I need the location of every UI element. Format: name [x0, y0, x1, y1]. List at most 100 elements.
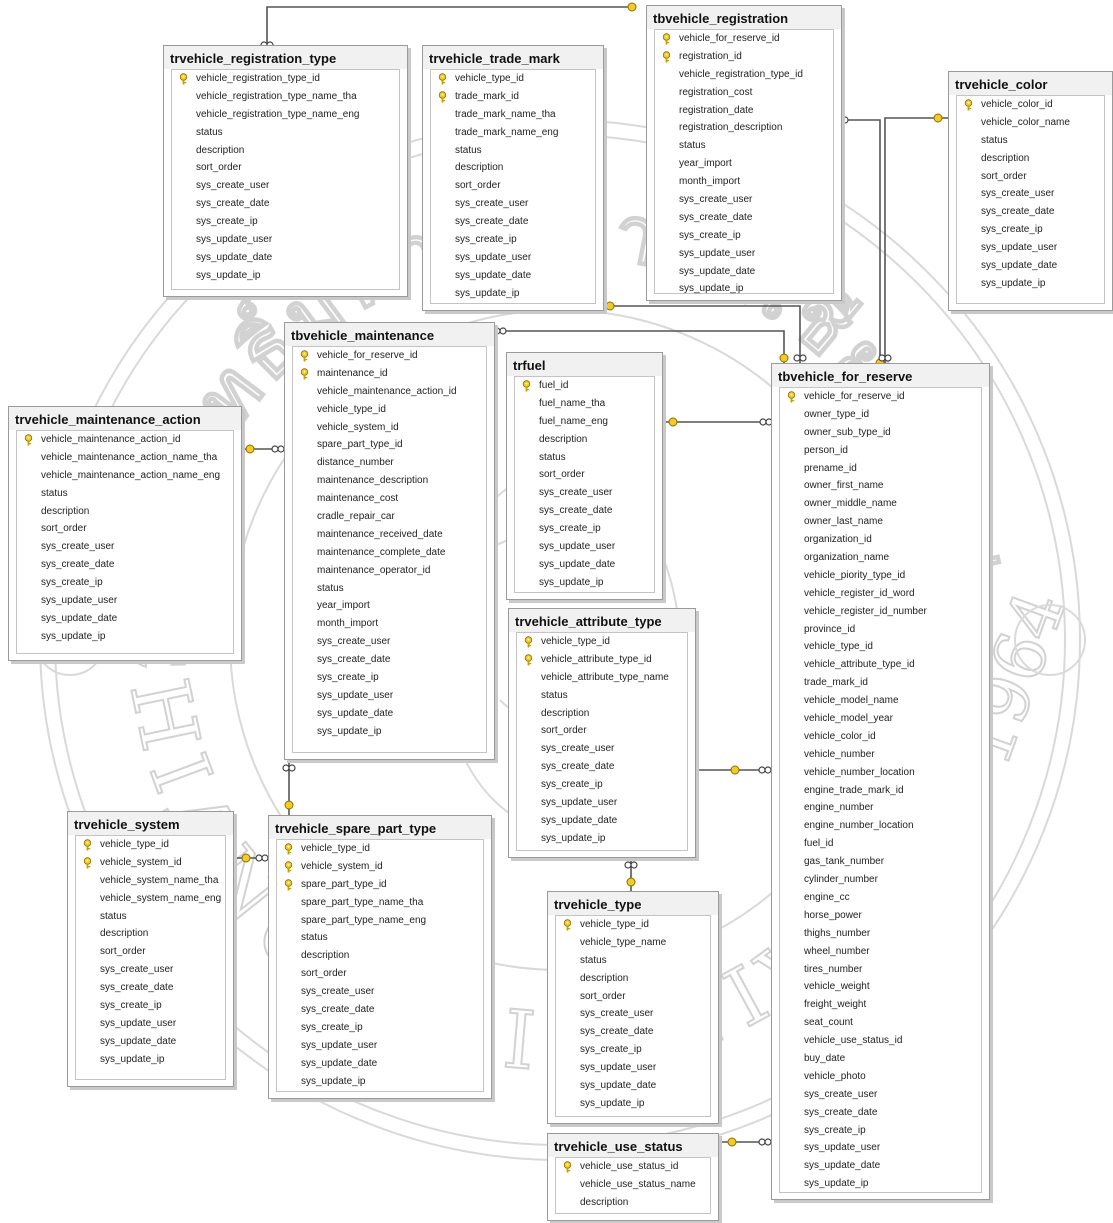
primary-key-icon: [438, 91, 447, 103]
one-end-key-icon: [245, 444, 255, 454]
one-end-key-icon: [779, 353, 789, 363]
table-column: sys_update_date: [517, 812, 687, 830]
column-name: sys_create_ip: [196, 216, 258, 228]
column-name: sys_create_user: [804, 1088, 878, 1100]
primary-key-icon: [662, 51, 671, 63]
column-name: vehicle_color_name: [981, 116, 1070, 128]
table-column: sys_update_ip: [556, 1095, 710, 1113]
column-name: sys_create_ip: [981, 224, 1043, 236]
table-column: registration_date: [655, 102, 833, 120]
column-name: sys_create_ip: [679, 229, 741, 241]
column-name: sys_update_ip: [679, 283, 744, 295]
table-column: sys_update_ip: [780, 1175, 981, 1193]
column-name: spare_part_type_id: [317, 439, 403, 451]
table-column: month_import: [655, 173, 833, 191]
table-column: vehicle_system_name_tha: [76, 872, 225, 890]
table-column: vehicle_maintenance_action_name_tha: [17, 449, 233, 467]
column-name: vehicle_registration_type_name_tha: [196, 90, 357, 102]
column-name: sys_update_date: [539, 558, 616, 570]
column-name: vehicle_system_id: [317, 421, 399, 433]
column-name: sys_create_user: [301, 986, 375, 998]
table-column: spare_part_type_name_tha: [277, 894, 483, 912]
table-column: sys_update_user: [172, 231, 399, 249]
table-column: horse_power: [780, 907, 981, 925]
column-name: sys_update_ip: [317, 725, 382, 737]
table-column: status: [655, 137, 833, 155]
column-name: sys_create_user: [317, 636, 391, 648]
column-name: owner_last_name: [804, 516, 883, 528]
column-name: owner_middle_name: [804, 498, 897, 510]
column-name: sys_update_date: [301, 1057, 378, 1069]
column-name: sys_update_ip: [580, 1097, 645, 1109]
many-end-infinity-icon: [878, 354, 892, 362]
column-name: status: [580, 954, 607, 966]
table-column: vehicle_model_year: [780, 710, 981, 728]
table-column: sys_update_user: [515, 538, 654, 556]
column-name: sys_update_date: [981, 260, 1058, 272]
table-column: sys_update_ip: [655, 280, 833, 298]
table-column: maintenance_received_date: [293, 526, 486, 544]
column-name: vehicle_use_status_id: [804, 1035, 903, 1047]
primary-key-column: vehicle_type_id: [431, 70, 595, 88]
many-end-infinity-icon: [255, 854, 269, 862]
table-title: trvehicle_system: [68, 812, 233, 835]
primary-key-icon: [24, 434, 33, 446]
column-name: thighs_number: [804, 927, 871, 939]
column-name: status: [41, 487, 68, 499]
table-column: sys_create_user: [172, 177, 399, 195]
primary-key-column: vehicle_maintenance_action_id: [17, 431, 233, 449]
column-name: sys_update_ip: [455, 287, 520, 299]
one-end-key-icon: [626, 877, 636, 887]
column-name: maintenance_description: [317, 475, 429, 487]
table-column: vehicle_photo: [780, 1068, 981, 1086]
table-column: sys_create_ip: [76, 997, 225, 1015]
table-column: description: [431, 159, 595, 177]
column-name: vehicle_attribute_type_name: [541, 671, 669, 683]
table-column: maintenance_cost: [293, 490, 486, 508]
table-column: vehicle_maintenance_action_name_eng: [17, 467, 233, 485]
column-name: sys_create_user: [539, 487, 613, 499]
column-name: vehicle_maintenance_action_name_eng: [41, 469, 221, 481]
primary-key-icon: [438, 73, 447, 85]
table-title: tbvehicle_for_reserve: [772, 364, 989, 387]
table-title: trvehicle_maintenance_action: [9, 407, 241, 430]
table-column: vehicle_type_id: [293, 401, 486, 419]
table-column: sys_create_date: [655, 209, 833, 227]
primary-key-column: vehicle_type_id: [556, 916, 710, 934]
column-name: sys_create_date: [196, 198, 270, 210]
column-name: status: [196, 126, 223, 138]
table-column: engine_trade_mark_id: [780, 782, 981, 800]
column-name: sys_update_user: [100, 1017, 177, 1029]
table-column: sys_create_ip: [957, 221, 1104, 239]
table-column: sort_order: [957, 168, 1104, 186]
table-column: description: [556, 1194, 710, 1212]
one-end-key-icon: [284, 800, 294, 810]
column-name: sort_order: [981, 170, 1027, 182]
table-column: cradle_repair_car: [293, 508, 486, 526]
column-name: sys_create_ip: [804, 1124, 866, 1136]
column-name: status: [981, 134, 1008, 146]
column-name: sys_update_user: [455, 251, 532, 263]
column-name: sys_update_user: [301, 1039, 378, 1051]
table-column: sys_create_date: [515, 502, 654, 520]
primary-key-column: vehicle_color_id: [957, 96, 1104, 114]
column-name: distance_number: [317, 457, 394, 469]
